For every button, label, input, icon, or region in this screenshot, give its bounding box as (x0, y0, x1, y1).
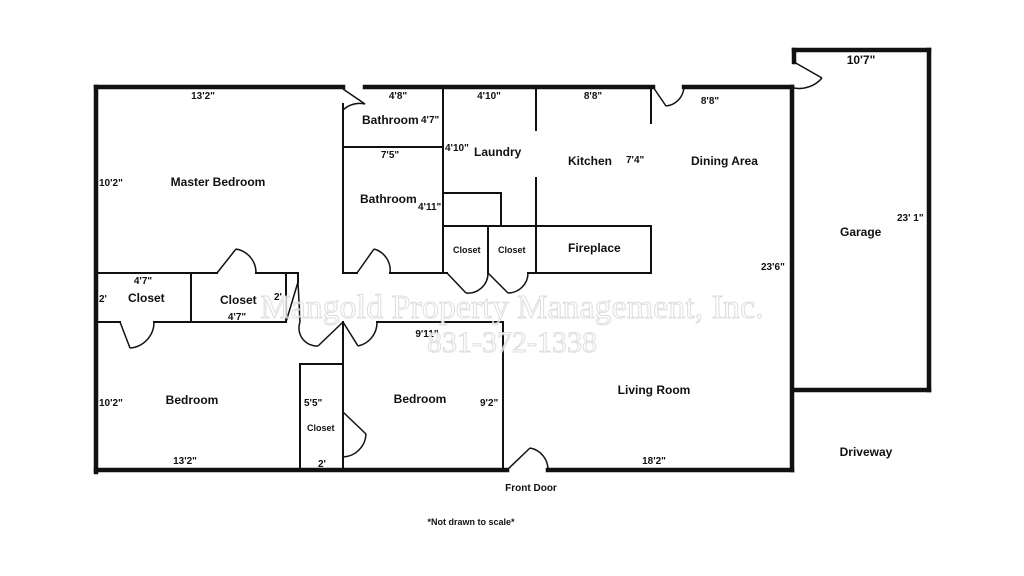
bedroom-left-width-dim: 13'2" (173, 456, 197, 467)
bath-top-width-dim: 4'8" (389, 91, 408, 102)
bathroom-top-door (342, 88, 366, 111)
driveway-label: Driveway (840, 445, 893, 459)
master-bedroom-label: Master Bedroom (171, 175, 266, 189)
dining-area-label: Dining Area (691, 154, 758, 168)
dimension-labels: 13'2" 10'2" 4'8" 4'7" 4'10" 4'10" 8'8" 7… (99, 53, 924, 470)
watermark-company: Mangold Property Management, Inc. (260, 289, 763, 326)
garage-depth-dim: 23' 1" (897, 213, 924, 224)
garage-width-dim: 10'7" (847, 53, 876, 67)
garage-label: Garage (840, 225, 882, 239)
left-closet-door (119, 321, 155, 349)
house-depth-dim: 23'6" (761, 262, 785, 273)
dining-width-dim: 8'8" (701, 96, 720, 107)
master-width-dim: 13'2" (191, 91, 215, 102)
closet-bottom-width-dim: 2' (318, 459, 326, 470)
closet-left-width-dim: 4'7" (134, 276, 153, 287)
bedroom-mid-label: Bedroom (394, 392, 447, 406)
laundry-depth-dim: 4'10" (445, 143, 469, 154)
kitchen-width-dim: 8'8" (584, 91, 603, 102)
closet-mid-width-dim: 4'7" (228, 312, 247, 323)
watermark: Mangold Property Management, Inc. 831-37… (260, 289, 764, 360)
bathroom-top-label: Bathroom (362, 113, 419, 127)
front-door (506, 447, 549, 471)
bedroom-mid-depth-dim: 9'2" (480, 398, 499, 409)
fireplace-label: Fireplace (568, 241, 621, 255)
dining-door (652, 86, 685, 107)
master-depth-dim: 10'2" (99, 178, 123, 189)
closet-a-door (446, 272, 489, 294)
bedroom-mid-width-dim: 9'11" (415, 329, 439, 340)
interior-walls (95, 86, 652, 471)
kitchen-label: Kitchen (568, 154, 612, 168)
closet-bottom-depth-dim: 5'5" (304, 398, 323, 409)
front-door-label: Front Door (505, 483, 557, 494)
hall-door (285, 281, 344, 347)
closet-bottom-label: Closet (307, 423, 335, 433)
bedroom-mid-door (342, 321, 378, 347)
closet-mid-label: Closet (220, 293, 257, 307)
laundry-label: Laundry (474, 145, 522, 159)
exterior-walls (93, 47, 932, 475)
scale-note: *Not drawn to scale* (427, 517, 515, 527)
closet-b-label: Closet (498, 245, 526, 255)
bath-mid-depth-dim: 4'11" (418, 202, 442, 213)
bedroom-left-label: Bedroom (166, 393, 219, 407)
garage-entry-door (793, 61, 823, 90)
closet-left-label: Closet (128, 291, 165, 305)
closet-b-door (487, 272, 529, 294)
closet-a-label: Closet (453, 245, 481, 255)
bedroom-left-depth-dim: 10'2" (99, 398, 123, 409)
closet-bottom-door (342, 411, 367, 458)
closet-mid-depth-dim: 2' (274, 292, 282, 303)
living-room-label: Living Room (618, 383, 691, 397)
room-labels: Master Bedroom Bathroom Bathroom Laundry… (128, 113, 893, 494)
closet-left-depth-dim: 2' (99, 294, 107, 305)
bath-top-depth-dim: 4'7" (421, 115, 440, 126)
bath-mid-width-dim: 7'5" (381, 150, 400, 161)
doors (119, 61, 823, 471)
laundry-width-dim: 4'10" (477, 91, 501, 102)
master-closet-door (216, 248, 257, 274)
bathroom-mid-label: Bathroom (360, 192, 417, 206)
living-width-dim: 18'2" (642, 456, 666, 467)
kitchen-depth-dim: 7'4" (626, 155, 645, 166)
watermark-phone: 831-372-1338 (427, 326, 597, 359)
bathroom-mid-door (356, 248, 391, 274)
